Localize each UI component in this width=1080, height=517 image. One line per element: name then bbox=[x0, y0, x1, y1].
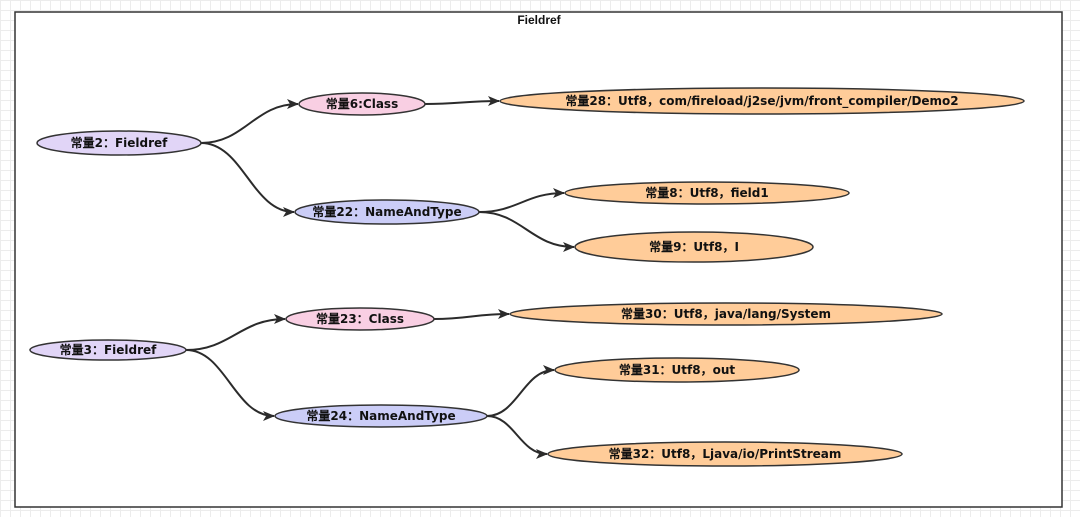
node-n32: 常量32：Utf8，Ljava/io/PrintStream bbox=[547, 441, 903, 467]
node-n8-shape bbox=[564, 181, 850, 205]
edge-layer bbox=[185, 96, 575, 459]
diagram-title: Fieldref bbox=[517, 13, 561, 27]
edge-n24-to-n32 bbox=[486, 415, 548, 459]
node-n30-label: 常量30：Utf8，java/lang/System bbox=[621, 306, 831, 321]
edge-n23-to-n30 bbox=[433, 309, 510, 320]
node-n24: 常量24：NameAndType bbox=[274, 404, 488, 428]
node-n8: 常量8：Utf8，field1 bbox=[564, 181, 850, 205]
node-n9-shape bbox=[574, 231, 814, 263]
node-n32-shape bbox=[547, 441, 903, 467]
node-n30: 常量30：Utf8，java/lang/System bbox=[509, 302, 943, 326]
edge-n22-to-n8 bbox=[478, 188, 565, 213]
edge-n3-to-n24 bbox=[185, 349, 275, 421]
node-n31-label: 常量31：Utf8，out bbox=[619, 362, 736, 377]
node-n31: 常量31：Utf8，out bbox=[554, 357, 800, 383]
node-n22-shape bbox=[294, 199, 480, 225]
node-n28: 常量28：Utf8，com/fireload/j2se/jvm/front_co… bbox=[499, 87, 1025, 115]
node-n2-shape bbox=[36, 130, 202, 156]
node-n6-shape bbox=[298, 92, 426, 116]
node-n6-label: 常量6:Class bbox=[326, 96, 398, 111]
node-layer: 常量2：Fieldref 常量6:Class 常量28：Utf8，com/firel… bbox=[29, 87, 1025, 467]
node-n6: 常量6:Class bbox=[298, 92, 426, 116]
node-n2: 常量2：Fieldref bbox=[36, 130, 202, 156]
node-n24-label: 常量24：NameAndType bbox=[306, 408, 455, 423]
node-n22-label: 常量22：NameAndType bbox=[312, 204, 461, 219]
node-n3: 常量3：Fieldref bbox=[29, 339, 187, 361]
node-n31-shape bbox=[554, 357, 800, 383]
node-n8-label: 常量8：Utf8，field1 bbox=[645, 185, 769, 200]
node-n28-shape bbox=[499, 87, 1025, 115]
node-n2-label: 常量2：Fieldref bbox=[71, 135, 169, 150]
node-n24-shape bbox=[274, 404, 488, 428]
node-n23: 常量23：Class bbox=[285, 307, 435, 331]
edge-n2-to-n6 bbox=[200, 99, 299, 144]
node-n22: 常量22：NameAndType bbox=[294, 199, 480, 225]
diagram-frame bbox=[14, 11, 1063, 508]
node-n30-shape bbox=[509, 302, 943, 326]
edge-n24-to-n31 bbox=[486, 365, 555, 417]
edge-n22-to-n9 bbox=[478, 211, 575, 252]
node-n32-label: 常量32：Utf8，Ljava/io/PrintStream bbox=[609, 446, 842, 461]
node-n9: 常量9：Utf8，I bbox=[574, 231, 814, 263]
node-n3-shape bbox=[29, 339, 187, 361]
node-n28-label: 常量28：Utf8，com/fireload/j2se/jvm/front_co… bbox=[565, 93, 958, 109]
edge-n6-to-n28 bbox=[424, 96, 500, 107]
node-n9-label: 常量9：Utf8，I bbox=[649, 239, 739, 254]
node-n3-label: 常量3：Fieldref bbox=[60, 342, 158, 357]
node-n23-shape bbox=[285, 307, 435, 331]
node-n23-label: 常量23：Class bbox=[316, 311, 404, 326]
edge-n2-to-n22 bbox=[200, 142, 295, 217]
edge-n3-to-n23 bbox=[185, 314, 286, 351]
